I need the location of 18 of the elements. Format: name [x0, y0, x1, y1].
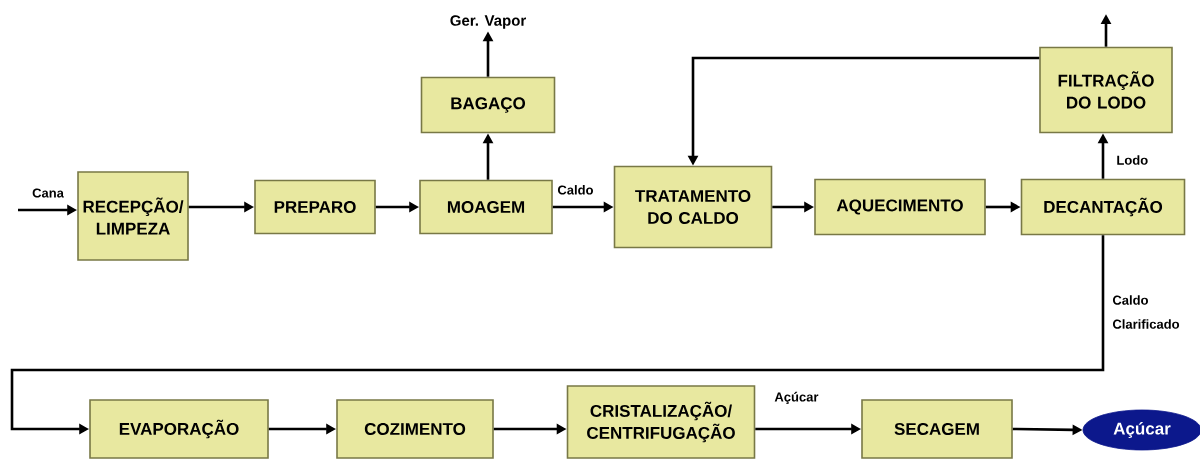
process-box: TRATAMENTO DO CALDO — [613, 165, 773, 249]
edge-label: Lodo — [1117, 155, 1148, 165]
process-box: COZIMENTO — [336, 399, 494, 459]
process-box: FILTRAÇÃO DO LODO — [1039, 46, 1173, 134]
edge-label: Caldo Clarificado — [1112, 295, 1180, 329]
process-box: BAGAÇO — [420, 76, 556, 134]
process-box: AQUECIMENTO — [814, 178, 986, 236]
process-box: RECEPÇÃO/ LIMPEZA — [77, 171, 189, 261]
process-box: CRISTALIZAÇÃO/ CENTRIFUGAÇÃO — [566, 385, 756, 459]
process-box: DECANTAÇÃO — [1020, 178, 1186, 236]
process-box: EVAPORAÇÃO — [89, 399, 269, 459]
process-box: SECAGEM — [861, 399, 1013, 459]
edge-label: Açúcar — [774, 391, 819, 405]
output-label: Ger. Vapor — [450, 15, 526, 29]
process-box: MOAGEM — [419, 179, 553, 235]
edge-label: Caldo — [557, 185, 593, 195]
edge-label: Cana — [32, 188, 64, 198]
process-box: PREPARO — [254, 179, 376, 235]
